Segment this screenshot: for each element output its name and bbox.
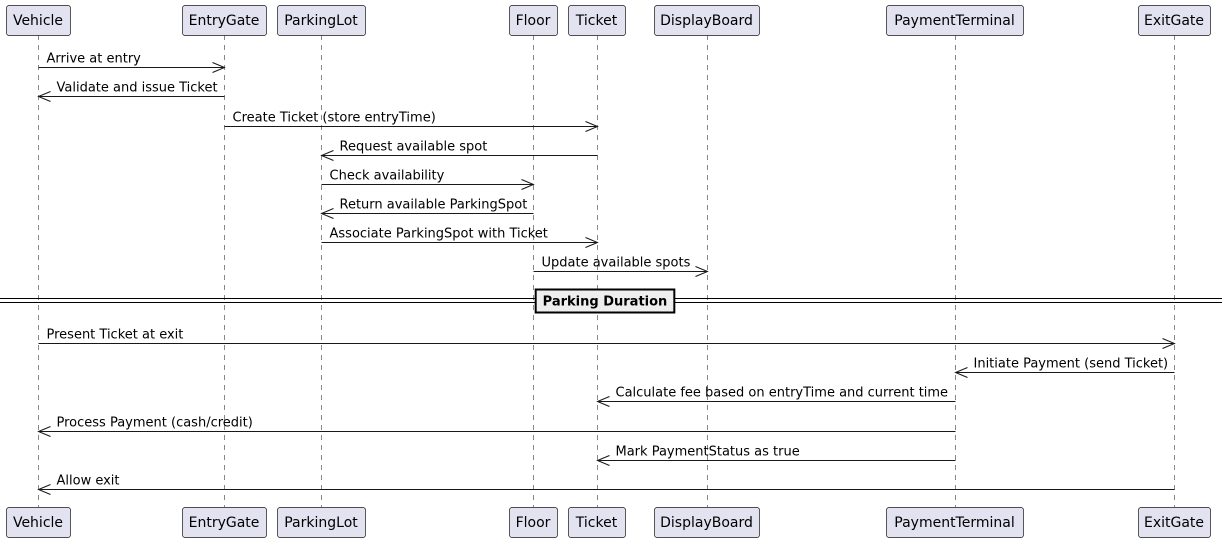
message-arrow: Request available spot bbox=[320, 140, 598, 161]
arrowhead-icon bbox=[37, 91, 51, 102]
participant-box bbox=[277, 5, 366, 36]
participant-ticket-bottom: Ticket bbox=[568, 507, 626, 538]
participant-box bbox=[6, 507, 71, 538]
participant-ticket-top: Ticket bbox=[568, 5, 626, 36]
arrowhead-icon bbox=[320, 208, 334, 219]
participant-box bbox=[277, 507, 366, 538]
participant-exitgate-top: ExitGate bbox=[1138, 5, 1211, 36]
participant-vehicle-bottom: Vehicle bbox=[6, 507, 71, 538]
participant-displayboard-bottom: DisplayBoard bbox=[654, 507, 760, 538]
participant-box bbox=[568, 5, 626, 36]
participant-floor-top: Floor bbox=[509, 5, 558, 36]
arrowhead-icon bbox=[37, 426, 51, 437]
arrowhead-icon bbox=[954, 367, 968, 378]
participant-paymentterminal-bottom: PaymentTerminal bbox=[886, 507, 1024, 538]
arrowhead-icon bbox=[521, 179, 535, 190]
participant-label: Vehicle bbox=[13, 13, 63, 29]
message-arrow: Initiate Payment (send Ticket) bbox=[954, 357, 1175, 378]
participant-box bbox=[509, 507, 558, 538]
participant-box bbox=[6, 5, 71, 36]
arrowhead-icon bbox=[585, 237, 599, 248]
arrowhead-icon bbox=[1162, 338, 1176, 349]
message-arrow: Present Ticket at exit bbox=[38, 328, 1176, 349]
participant-header-row: Vehicle EntryGate ParkingLot Floor Ticket Dis… bbox=[6, 5, 1211, 36]
participant-label: Ticket bbox=[575, 13, 618, 29]
participant-label: PaymentTerminal bbox=[894, 515, 1014, 531]
participant-label: PaymentTerminal bbox=[894, 13, 1014, 29]
participant-label: Floor bbox=[516, 13, 551, 29]
message-label: Request available spot bbox=[340, 140, 488, 155]
participant-floor-bottom: Floor bbox=[509, 507, 558, 538]
participant-box bbox=[654, 507, 760, 538]
divider-box bbox=[534, 288, 676, 314]
message-label: Check availability bbox=[330, 169, 445, 184]
message-label: Arrive at entry bbox=[47, 52, 142, 67]
section-divider: Parking Duration bbox=[0, 288, 1222, 314]
participant-label: DisplayBoard bbox=[660, 515, 753, 531]
participant-box bbox=[182, 5, 267, 36]
participant-box bbox=[654, 5, 760, 36]
message-arrow: Arrive at entry bbox=[38, 52, 226, 73]
participant-box bbox=[886, 5, 1024, 36]
message-arrow: Create Ticket (store entryTime) bbox=[224, 111, 599, 132]
arrowhead-icon bbox=[596, 455, 610, 466]
participant-box bbox=[1138, 507, 1211, 538]
lifelines bbox=[38, 35, 1175, 507]
message-label: Allow exit bbox=[57, 474, 120, 489]
participant-box bbox=[886, 507, 1024, 538]
participant-box bbox=[1138, 5, 1211, 36]
message-label: Update available spots bbox=[542, 256, 691, 271]
participant-box bbox=[182, 507, 267, 538]
message-arrow: Calculate fee based on entryTime and cur… bbox=[596, 386, 956, 407]
participant-vehicle-top: Vehicle bbox=[6, 5, 71, 36]
participant-label: Ticket bbox=[575, 515, 618, 531]
participant-label: Floor bbox=[516, 515, 551, 531]
divider-label: Parking Duration bbox=[543, 295, 668, 310]
message-arrow: Validate and issue Ticket bbox=[37, 81, 225, 102]
participant-label: Vehicle bbox=[13, 515, 63, 531]
message-label: Associate ParkingSpot with Ticket bbox=[330, 227, 548, 242]
participant-label: ExitGate bbox=[1144, 515, 1204, 531]
message-arrow: Return available ParkingSpot bbox=[320, 198, 534, 219]
message-arrow: Update available spots bbox=[533, 256, 709, 277]
participant-displayboard-top: DisplayBoard bbox=[654, 5, 760, 36]
message-label: Calculate fee based on entryTime and cur… bbox=[616, 386, 949, 401]
participant-entrygate-top: EntryGate bbox=[182, 5, 267, 36]
arrowhead-icon bbox=[585, 121, 599, 132]
message-arrow: Allow exit bbox=[37, 474, 1175, 495]
arrowhead-icon bbox=[596, 396, 610, 407]
participant-box bbox=[568, 507, 626, 538]
message-label: Present Ticket at exit bbox=[47, 328, 184, 343]
participant-label: ParkingLot bbox=[284, 515, 358, 531]
participant-entrygate-bottom: EntryGate bbox=[182, 507, 267, 538]
arrowhead-icon bbox=[212, 62, 226, 73]
arrowhead-icon bbox=[320, 150, 334, 161]
message-label: Return available ParkingSpot bbox=[340, 198, 528, 213]
message-arrow: Check availability bbox=[321, 169, 535, 190]
participant-label: ExitGate bbox=[1144, 13, 1204, 29]
participant-parkinglot-bottom: ParkingLot bbox=[277, 507, 366, 538]
participant-label: EntryGate bbox=[189, 13, 260, 29]
message-arrow: Process Payment (cash/credit) bbox=[37, 416, 956, 437]
message-arrow: Mark PaymentStatus as true bbox=[596, 445, 956, 466]
message-label: Mark PaymentStatus as true bbox=[616, 445, 800, 460]
arrowhead-icon bbox=[695, 266, 709, 277]
participant-footer-row: Vehicle EntryGate ParkingLot Floor Ticket Dis… bbox=[6, 507, 1211, 538]
message-label: Validate and issue Ticket bbox=[57, 81, 218, 96]
participant-exitgate-bottom: ExitGate bbox=[1138, 507, 1211, 538]
message-label: Initiate Payment (send Ticket) bbox=[974, 357, 1169, 372]
participant-box bbox=[509, 5, 558, 36]
arrowhead-icon bbox=[37, 484, 51, 495]
message-label: Process Payment (cash/credit) bbox=[57, 416, 253, 431]
participant-label: ParkingLot bbox=[284, 13, 358, 29]
message-label: Create Ticket (store entryTime) bbox=[233, 111, 436, 126]
participant-label: EntryGate bbox=[189, 515, 260, 531]
message-arrow: Associate ParkingSpot with Ticket bbox=[321, 227, 599, 248]
participant-label: DisplayBoard bbox=[660, 13, 753, 29]
participant-paymentterminal-top: PaymentTerminal bbox=[886, 5, 1024, 36]
participant-parkinglot-top: ParkingLot bbox=[277, 5, 366, 36]
